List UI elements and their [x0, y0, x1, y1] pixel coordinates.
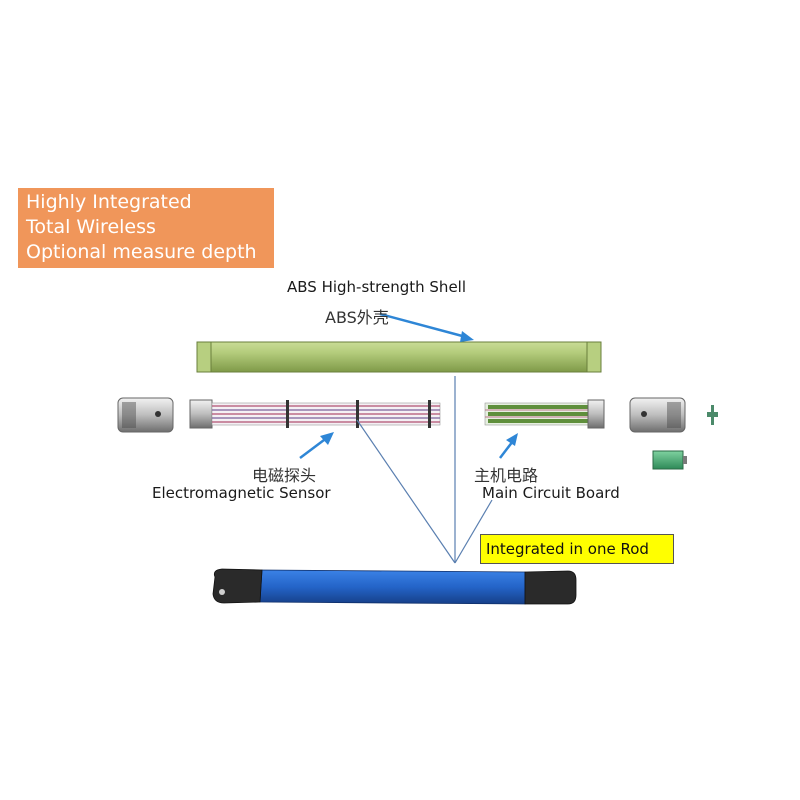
battery: [652, 450, 687, 470]
assembly-lines: [356, 376, 493, 564]
right-end-cap: [629, 397, 686, 433]
sensor-arrow-head: [320, 432, 334, 445]
pointer-arrows: [299, 312, 518, 459]
integrated-rod: [212, 568, 577, 605]
integrated-callout: Integrated in one Rod: [480, 534, 674, 564]
feature-highly-integrated: Highly Integrated: [26, 191, 192, 213]
board-arrow: [499, 440, 514, 459]
shell-arrow-head: [460, 331, 474, 342]
board-label-en: Main Circuit Board: [482, 484, 620, 502]
abs-shell-tube: [196, 341, 602, 373]
electromagnetic-sensor: [189, 399, 441, 429]
sensor-label-en: Electromagnetic Sensor: [152, 484, 331, 502]
feature-total-wireless: Total Wireless: [26, 216, 156, 238]
board-arrow-head: [506, 433, 518, 446]
left-end-cap: [117, 397, 174, 433]
board-label-cn: 主机电路: [474, 466, 539, 485]
features-box: Highly Integrated Total Wireless Optiona…: [18, 188, 274, 268]
sensor-label-cn: 电磁探头: [252, 466, 317, 485]
feature-optional-depth: Optional measure depth: [26, 241, 257, 263]
shell-arrow: [379, 312, 467, 339]
shell-label-cn: ABS外壳: [325, 308, 389, 327]
sensor-arrow: [299, 436, 329, 459]
connector-part: [707, 405, 718, 425]
shell-label-en: ABS High-strength Shell: [287, 278, 467, 296]
main-circuit-board: [484, 399, 605, 429]
